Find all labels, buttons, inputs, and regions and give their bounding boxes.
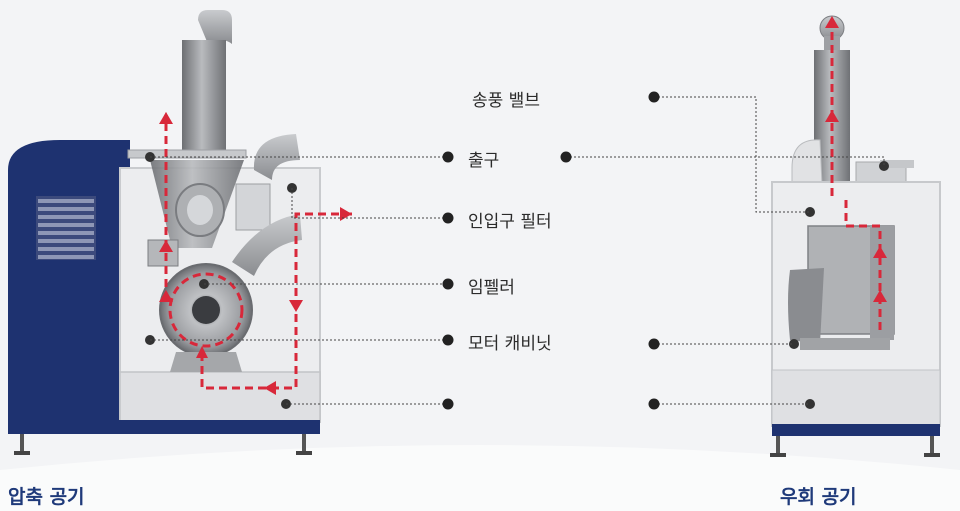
right-arrowheads [825, 16, 887, 302]
impeller-hub [192, 296, 220, 324]
left-navy-cabinet [8, 140, 130, 432]
leader-lines [150, 96, 885, 405]
curved-duct [232, 214, 302, 276]
label-motor-cabinet: 모터 캐비닛 [468, 334, 552, 354]
inlet-elbow [253, 134, 300, 180]
left-base-strip [8, 420, 320, 434]
outlet-flange [127, 149, 247, 159]
label-outlet: 출구 [468, 151, 500, 171]
left-flow-arrows [160, 112, 352, 390]
background-swoosh [0, 445, 960, 511]
outlet-pipe [182, 40, 226, 150]
left-base-panel [119, 371, 321, 423]
leader-dots [442, 91, 660, 410]
vent-grille [36, 196, 96, 260]
caption-compressed-air: 압축 공기 [8, 486, 85, 508]
left-blower-unit [8, 10, 352, 455]
label-blow-off-valve: 송풍 밸브 [472, 91, 540, 111]
right-flow-arrows [830, 22, 882, 330]
right-base-strip [772, 424, 940, 436]
right-blower-unit [770, 15, 941, 457]
right-base-panel [771, 369, 941, 427]
label-inlet-filter: 인입구 필터 [468, 212, 552, 232]
caption-bypass-air: 우회 공기 [780, 486, 857, 508]
outlet-elbow [198, 10, 232, 44]
label-impeller: 임펠러 [468, 278, 515, 298]
